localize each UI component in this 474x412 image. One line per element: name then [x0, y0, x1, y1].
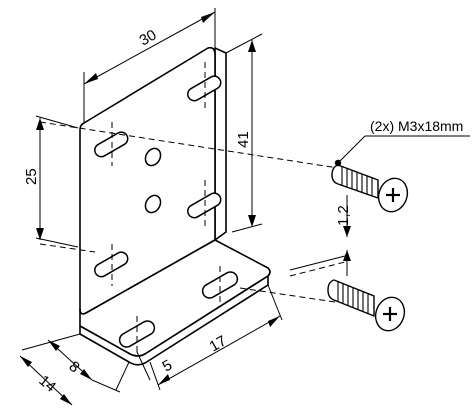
slot-lower-right [187, 192, 222, 219]
bracket-part [79, 46, 271, 366]
slot-upper-right [187, 75, 222, 102]
center-lines [39, 62, 346, 352]
dim-height-right: 41 [235, 131, 252, 148]
dim-height-left: 25 [23, 168, 40, 185]
screw-callout-label: (2x) M3x18mm [370, 118, 463, 134]
dim-edge-offset: 5 [160, 357, 176, 376]
callout-leader [337, 135, 366, 164]
dimension-arrows [20, 12, 351, 405]
phillips-cross-lower [383, 307, 397, 321]
slot-base-rear [201, 271, 239, 299]
dim-base-depth: 17 [207, 332, 230, 355]
dim-slot-offset: 8 [65, 358, 82, 376]
slot-lower-left [94, 251, 129, 278]
dim-width-top: 30 [137, 26, 160, 49]
hole-lower [144, 194, 162, 214]
hole-upper [144, 147, 162, 167]
dim-clearance: 1,2 [335, 205, 352, 226]
mounting-slots [94, 75, 239, 348]
slot-upper-left [94, 131, 129, 158]
dim-base-width: 14 [35, 372, 59, 396]
round-holes [144, 147, 162, 214]
screw-lower [327, 279, 406, 332]
dimension-lines [19, 8, 348, 406]
slot-base-front [118, 320, 156, 348]
screw-upper [331, 159, 409, 213]
phillips-cross-upper [386, 188, 400, 202]
